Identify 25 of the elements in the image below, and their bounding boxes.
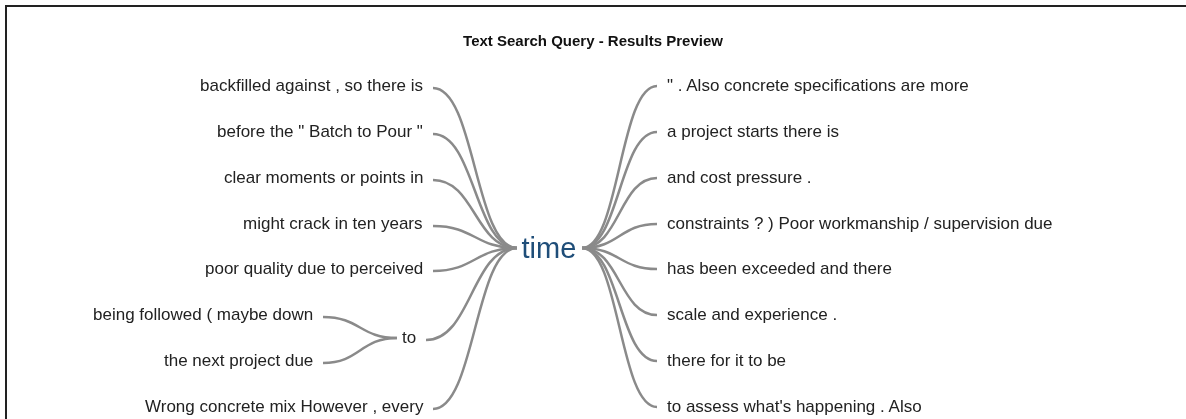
phrase-text: the next project due — [164, 350, 314, 372]
connector-line — [581, 176, 658, 250]
phrase-text: might crack in ten years — [243, 213, 423, 235]
phrase-text: there for it to be — [667, 350, 787, 372]
phrase-text: scale and experience . — [667, 304, 838, 326]
connector-line — [322, 336, 398, 365]
connector-line — [432, 132, 518, 250]
connector-line — [581, 246, 658, 409]
phrase-text: to assess what's happening . Also — [667, 396, 922, 418]
phrase-text: being followed ( maybe down — [93, 304, 314, 326]
phrase-text: " . Also concrete specifications are more — [667, 75, 969, 97]
phrase-text: has been exceeded and there — [667, 258, 892, 280]
phrase-text: backfilled against , so there is — [200, 75, 423, 97]
title: Text Search Query - Results Preview — [462, 32, 724, 49]
connector-line — [432, 86, 518, 250]
phrase-text: clear moments or points in — [224, 167, 424, 189]
phrase-text: to — [402, 327, 417, 349]
phrase-text: and cost pressure . — [667, 167, 812, 189]
phrase-text: a project starts there is — [667, 121, 839, 143]
phrase-text: poor quality due to perceived — [205, 258, 424, 280]
connector-line — [432, 246, 518, 411]
phrase-text: constraints ? ) Poor workmanship / supervision due — [667, 213, 1053, 235]
phrase-text: Wrong concrete mix However , every — [145, 396, 424, 418]
phrase-text: before the " Batch to Pour " — [217, 121, 423, 143]
root-word: time — [521, 231, 577, 265]
